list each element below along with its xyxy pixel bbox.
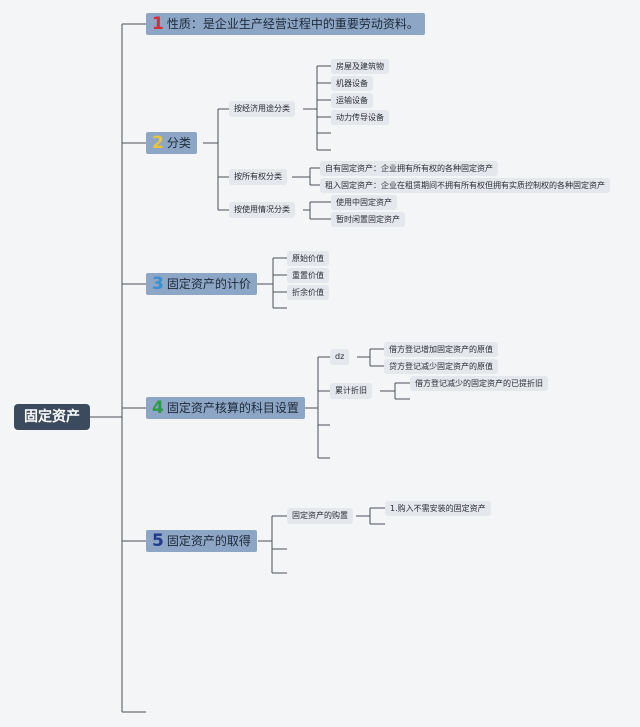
- branch-number: 5: [152, 531, 164, 551]
- node-dz[interactable]: dz: [330, 349, 350, 365]
- leaf-owned-assets[interactable]: 自有固定资产：企业拥有所有权的各种固定资产: [320, 161, 498, 176]
- leaf-buildings[interactable]: 房屋及建筑物: [331, 59, 389, 74]
- branch-number: 3: [152, 274, 164, 294]
- branch-label: 固定资产的取得: [166, 534, 251, 548]
- leaf-machinery[interactable]: 机器设备: [331, 76, 373, 91]
- node-by-ownership[interactable]: 按所有权分类: [229, 169, 287, 185]
- leaf-power-transmission[interactable]: 动力传导设备: [331, 110, 389, 125]
- leaf-debit-increase[interactable]: 借方登记增加固定资产的原值: [384, 342, 498, 357]
- branch-number: 4: [152, 398, 164, 418]
- node-by-usage[interactable]: 按使用情况分类: [229, 202, 295, 218]
- leaf-in-use[interactable]: 使用中固定资产: [331, 195, 397, 210]
- leaf-debit-depreciation[interactable]: 借方登记减少的固定资产的已提折旧: [410, 376, 548, 391]
- branch-label: 固定资产核算的科目设置: [166, 401, 299, 415]
- leaf-credit-decrease[interactable]: 贷方登记减少固定资产的原值: [384, 359, 498, 374]
- leaf-idle[interactable]: 暂时闲置固定资产: [331, 212, 405, 227]
- leaf-leased-assets[interactable]: 租入固定资产：企业在租赁期间不拥有所有权但拥有实质控制权的各种固定资产: [320, 178, 610, 193]
- root-node[interactable]: 固定资产: [14, 404, 90, 430]
- node-by-use[interactable]: 按经济用途分类: [229, 101, 295, 117]
- node-purchase[interactable]: 固定资产的购置: [287, 508, 353, 524]
- branch-number: 1: [152, 14, 164, 34]
- branch-label: 分类: [166, 136, 191, 150]
- leaf-replacement-value[interactable]: 重置价值: [287, 268, 329, 283]
- node-accumulated-depreciation[interactable]: 累计折旧: [330, 383, 372, 399]
- leaf-original-value[interactable]: 原始价值: [287, 251, 329, 266]
- branch-label: 固定资产的计价: [166, 277, 251, 291]
- branch-label: 性质：是企业生产经营过程中的重要劳动资料。: [166, 17, 419, 31]
- branch-number: 2: [152, 133, 164, 153]
- leaf-net-value[interactable]: 折余价值: [287, 285, 329, 300]
- leaf-purchase-no-install[interactable]: 1.购入不需安装的固定资产: [385, 501, 491, 516]
- leaf-transport[interactable]: 运输设备: [331, 93, 373, 108]
